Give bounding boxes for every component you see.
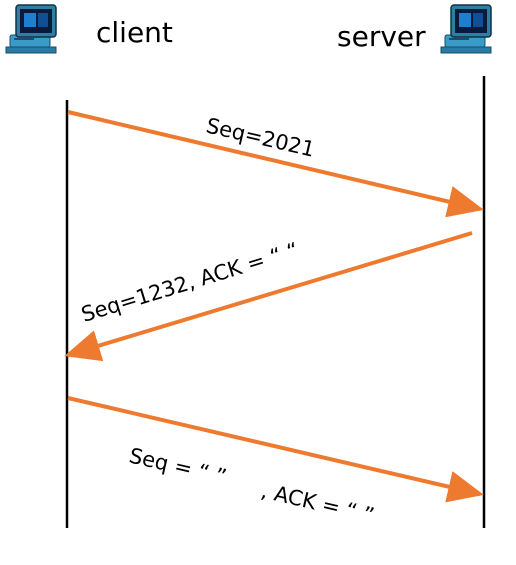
server-label: server [337,20,426,53]
message-arrow-2 [64,231,473,362]
message-arrow-3 [67,396,484,503]
message-label-1: Seq=2021 [204,113,317,161]
client-label: client [96,16,173,49]
message-label-3-seq: Seq = “ ” [127,443,229,489]
client-host-icon [5,4,57,54]
message-label-2: Seq=1232, ACK = “ “ [78,238,301,327]
message-label-3-ack: , ACK = “ ” [259,478,377,527]
message-arrow-1 [67,110,484,218]
server-host-icon [440,4,492,54]
